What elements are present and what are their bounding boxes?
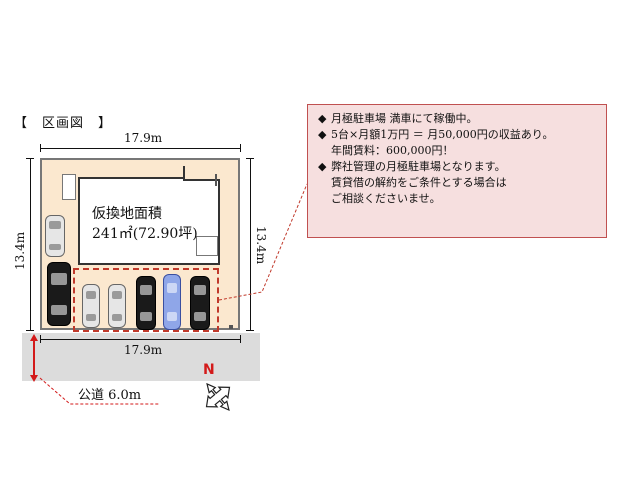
bottom-dimension-tick-right	[240, 335, 241, 343]
diamond-bullet-icon: ◆	[318, 112, 327, 125]
parked-car	[82, 284, 100, 328]
road-label: 公道 6.0m	[78, 388, 142, 403]
road-arrow-head-bottom	[30, 375, 38, 382]
parked-car	[163, 274, 181, 330]
building-notch	[183, 166, 220, 181]
right-dimension-tick-bottom	[246, 330, 254, 331]
top-width-label: 17.9m	[124, 131, 163, 145]
area-title: 仮換地面積	[92, 206, 162, 222]
diamond-bullet-icon: ◆	[318, 160, 327, 173]
diagram-title: 【 区画図 】	[14, 116, 113, 131]
compass-icon	[205, 382, 231, 412]
right-dimension-tick-top	[246, 158, 254, 159]
info-line: 年間賃料：600,000円！	[331, 144, 454, 157]
parked-car	[136, 276, 156, 330]
parked-car	[108, 284, 126, 328]
top-dimension-tick-left	[40, 144, 41, 152]
monthly-parking-area	[73, 268, 219, 332]
public-road	[22, 333, 260, 381]
bottom-dimension-tick-left	[40, 335, 41, 343]
parked-car	[190, 276, 210, 330]
corner-marker	[229, 325, 233, 329]
road-width-arrow	[33, 338, 35, 378]
bottom-dimension-line	[40, 339, 240, 340]
utility-box-right	[196, 236, 218, 256]
info-line: 賃貸借の解約をご条件とする場合は	[331, 176, 507, 189]
info-note-box: ◆月極駐車場 満車にて稼働中。 ◆5台×月額1万円 ＝ 月50,000円の収益あ…	[307, 104, 607, 238]
road-arrow-head-top	[30, 334, 38, 341]
left-dimension-tick-bottom	[26, 330, 34, 331]
top-dimension-line	[40, 148, 240, 149]
info-line: ◆弊社管理の月極駐車場となります。	[318, 160, 506, 173]
left-dimension-tick-top	[26, 158, 34, 159]
area-value: 241㎡(72.90坪)	[92, 226, 198, 242]
diamond-bullet-icon: ◆	[318, 128, 327, 141]
info-line: ご相談くださいませ。	[331, 192, 441, 205]
info-line: ◆月極駐車場 満車にて稼働中。	[318, 112, 478, 125]
fence-marker	[215, 174, 217, 186]
bottom-width-label: 17.9m	[124, 343, 163, 357]
right-dimension-line	[250, 158, 251, 330]
parked-car	[47, 262, 71, 326]
utility-box-left	[62, 174, 76, 200]
area-label: 仮換地面積 241㎡(72.90坪)	[92, 204, 198, 244]
north-label: N	[203, 362, 215, 378]
left-dimension-line	[30, 158, 31, 330]
top-dimension-tick-right	[240, 144, 241, 152]
parked-car	[45, 215, 65, 257]
info-line: ◆5台×月額1万円 ＝ 月50,000円の収益あり。	[318, 128, 554, 141]
